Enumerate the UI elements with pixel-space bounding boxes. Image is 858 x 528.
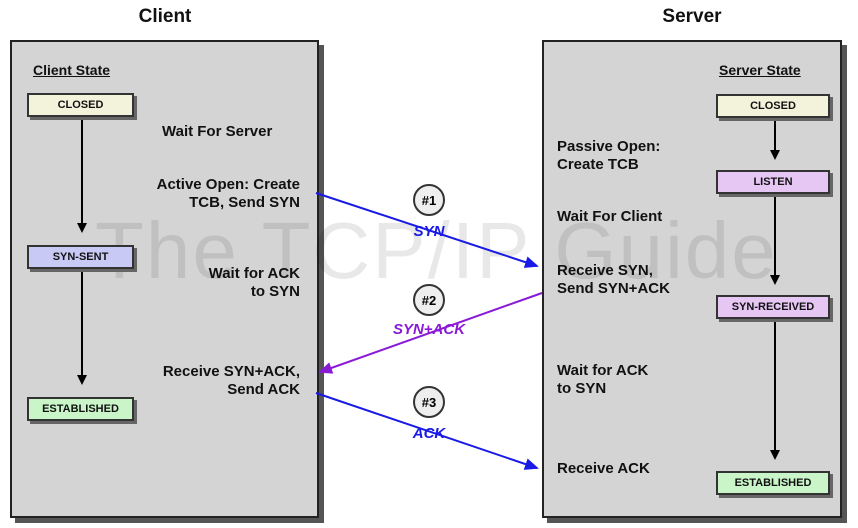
syn-message-arrow — [315, 192, 539, 268]
message-2-number: #2 — [422, 293, 436, 308]
client-label-active-open-line1: Active Open: Create — [156, 176, 300, 193]
server-state-title: Server State — [719, 62, 801, 78]
client-label-wait-ack-line2: to SYN — [250, 283, 300, 300]
server-label-wait-ack: Wait for ACK to SYN — [557, 362, 648, 398]
synack-message-arrow — [318, 292, 543, 374]
client-label-wait-ack-line1: Wait for ACK — [208, 265, 300, 282]
message-2-label: SYN+ACK — [393, 321, 466, 338]
server-column-title: Server — [662, 6, 722, 27]
server-label-receive-syn-line2: Send SYN+ACK — [557, 280, 670, 297]
server-label-receive-syn: Receive SYN, Send SYN+ACK — [557, 262, 670, 298]
server-label-wait-ack-line1: Wait for ACK — [557, 362, 649, 379]
server-panel — [542, 40, 842, 518]
client-state-established: ESTABLISHED — [27, 397, 134, 421]
message-3-label: ACK — [412, 425, 447, 442]
server-label-passive-open: Passive Open: Create TCB — [557, 138, 660, 174]
client-label-active-open: Active Open: Create TCB, Send SYN — [100, 176, 300, 212]
client-label-receive-synack: Receive SYN+ACK, Send ACK — [100, 363, 300, 399]
client-label-active-open-line2: TCB, Send SYN — [189, 194, 300, 211]
message-2-marker: #2 — [413, 284, 445, 316]
server-state-established: ESTABLISHED — [716, 471, 830, 495]
server-state-listen: LISTEN — [716, 170, 830, 194]
server-label-passive-open-line2: Create TCB — [557, 156, 639, 173]
server-label-passive-open-line1: Passive Open: — [557, 138, 661, 155]
client-label-wait-ack: Wait for ACK to SYN — [100, 265, 300, 301]
ack-message-arrow — [315, 392, 539, 470]
client-label-wait-server: Wait For Server — [162, 123, 273, 140]
client-label-receive-synack-line2: Send ACK — [227, 381, 300, 398]
message-3-marker: #3 — [413, 386, 445, 418]
client-state-closed: CLOSED — [27, 93, 134, 117]
server-label-wait-client: Wait For Client — [557, 208, 663, 225]
client-panel — [10, 40, 319, 518]
server-label-wait-ack-line2: to SYN — [557, 380, 607, 397]
client-state-syn-sent: SYN-SENT — [27, 245, 134, 269]
client-label-receive-synack-line1: Receive SYN+ACK, — [162, 363, 300, 380]
server-label-receive-ack: Receive ACK — [557, 460, 650, 477]
server-label-receive-syn-line1: Receive SYN, — [557, 262, 653, 279]
message-1-marker: #1 — [413, 184, 445, 216]
message-1-number: #1 — [422, 193, 436, 208]
server-state-closed: CLOSED — [716, 94, 830, 118]
message-3-number: #3 — [422, 395, 436, 410]
client-state-title: Client State — [33, 62, 111, 78]
watermark: The TCP/IP Guide — [95, 206, 778, 295]
server-state-syn-received: SYN-RECEIVED — [716, 295, 830, 319]
client-column-title: Client — [138, 6, 192, 27]
message-1-label: SYN — [414, 223, 446, 240]
